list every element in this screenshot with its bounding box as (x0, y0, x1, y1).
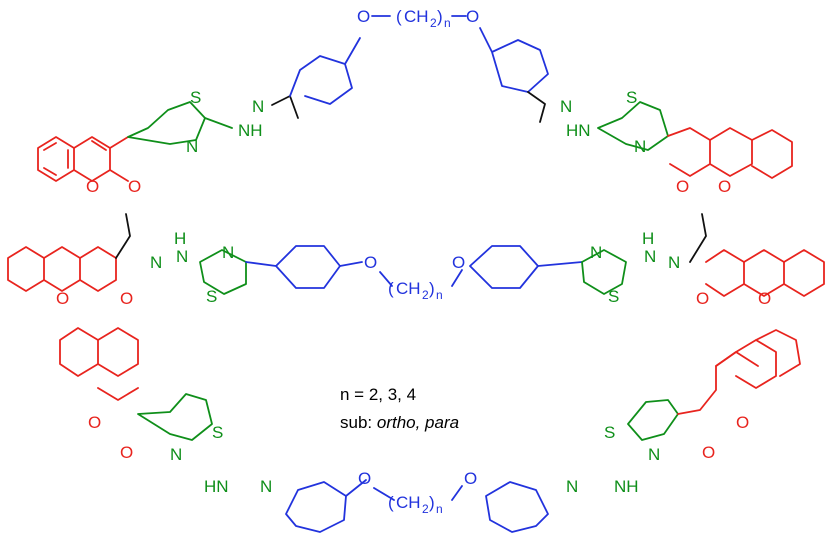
atom-n: N (170, 445, 182, 464)
atom-hn: HN (566, 121, 591, 140)
atom-o-carbonyl-right: O (696, 289, 709, 308)
atom-n-right: N (634, 137, 646, 156)
svg-text:(: ( (396, 7, 402, 26)
svg-text:n: n (444, 16, 451, 30)
svg-text:2: 2 (422, 288, 429, 302)
atom-o-ether: O (357, 7, 370, 26)
aryl-bottom-left (285, 479, 367, 533)
atom-s: S (206, 287, 217, 306)
svg-text:n: n (436, 288, 443, 302)
svg-text:CH: CH (404, 7, 429, 26)
svg-text:(: ( (388, 493, 394, 512)
aryl-top-left (289, 37, 361, 105)
methyl-bond-right (527, 91, 546, 123)
coumarin-top-right (667, 127, 793, 179)
svg-text:CH: CH (396, 493, 421, 512)
atom-n-imine-right: N (560, 97, 572, 116)
svg-text:): ) (429, 493, 435, 512)
atom-o-ether: O (364, 253, 377, 272)
svg-text:2: 2 (422, 502, 429, 516)
thiazole-bottom-left (137, 393, 213, 441)
atom-n-right: N (590, 243, 602, 262)
svg-text:CH: CH (396, 279, 421, 298)
atom-s: S (212, 423, 223, 442)
legend-substitution: sub: ortho, para (340, 413, 459, 432)
atom-n-imine: N (252, 97, 264, 116)
atom-o-ether-right: O (452, 253, 465, 272)
thiazole-bottom-right (627, 399, 679, 441)
atom-s-right: S (608, 287, 619, 306)
methyl-bond-right (689, 213, 707, 263)
aryl-mid-left (245, 245, 363, 289)
coumarin-bottom-left (59, 327, 139, 401)
atom-o-carbonyl-right: O (702, 443, 715, 462)
linker-bottom: ( CH 2 ) n (373, 485, 463, 516)
atom-s-right: S (604, 423, 615, 442)
structure-middle: O O N H N N S O ( CH 2 ) n O N (7, 213, 825, 308)
methyl-bond (271, 95, 299, 119)
svg-text:2: 2 (430, 16, 437, 30)
linker-mid: ( CH 2 ) n (379, 269, 463, 302)
coumarin-mid-left (7, 246, 117, 292)
methyl-bond (115, 213, 131, 259)
atom-o-carbonyl: O (120, 443, 133, 462)
svg-text:): ) (429, 279, 435, 298)
atom-s: S (190, 88, 201, 107)
aryl-top-right (479, 27, 549, 93)
atom-n: N (222, 243, 234, 262)
atom-o-ether-right: O (466, 7, 479, 26)
atom-o-ring-right: O (718, 177, 731, 196)
atom-n: N (186, 137, 198, 156)
atom-s-right: S (626, 88, 637, 107)
atom-h: H (174, 229, 186, 248)
coumarin-top-left (37, 136, 129, 182)
aryl-mid-right (469, 245, 583, 289)
atom-h-right: H (642, 229, 654, 248)
structure-bottom: O O S N HN N O ( CH 2 ) n O N NH S (59, 327, 801, 533)
thiazole-mid-right (581, 249, 627, 295)
atom-n-imine: N (260, 477, 272, 496)
legend: n = 2, 3, 4 sub: ortho, para (340, 385, 459, 432)
coumarin-mid-right (705, 249, 825, 297)
atom-o-ring: O (86, 177, 99, 196)
atom-n-imine-right: N (668, 253, 680, 272)
atom-n-hydrazine-right: N (644, 247, 656, 266)
atom-o-carbonyl-right: O (676, 177, 689, 196)
atom-hn: HN (204, 477, 229, 496)
svg-text:n: n (436, 502, 443, 516)
atom-n-imine-right: N (566, 477, 578, 496)
aryl-bottom-right (485, 481, 549, 533)
thiazole-top-right (597, 101, 669, 151)
atom-nh: NH (238, 121, 263, 140)
atom-n-imine: N (150, 253, 162, 272)
atom-o-ring-right: O (736, 413, 749, 432)
atom-o-ring: O (56, 289, 69, 308)
thiazole-top-left (127, 101, 233, 145)
atom-o-carbonyl: O (128, 177, 141, 196)
legend-n-values: n = 2, 3, 4 (340, 385, 416, 404)
atom-n-right: N (648, 445, 660, 464)
atom-o-ring: O (88, 413, 101, 432)
atom-o-carbonyl: O (120, 289, 133, 308)
thiazole-mid-left (199, 249, 247, 295)
atom-o-ether-right: O (464, 469, 477, 488)
structure-top: O O S N NH N O ( CH 2 ) n O (37, 7, 793, 196)
atom-nh: NH (614, 477, 639, 496)
atom-o-ether: O (358, 469, 371, 488)
svg-text:): ) (437, 7, 443, 26)
atom-o-ring-right: O (758, 289, 771, 308)
linker-top: ( CH 2 ) n (371, 7, 467, 30)
atom-n-hydrazine: N (176, 247, 188, 266)
svg-text:(: ( (388, 279, 394, 298)
coumarin-bottom-right (677, 329, 801, 415)
